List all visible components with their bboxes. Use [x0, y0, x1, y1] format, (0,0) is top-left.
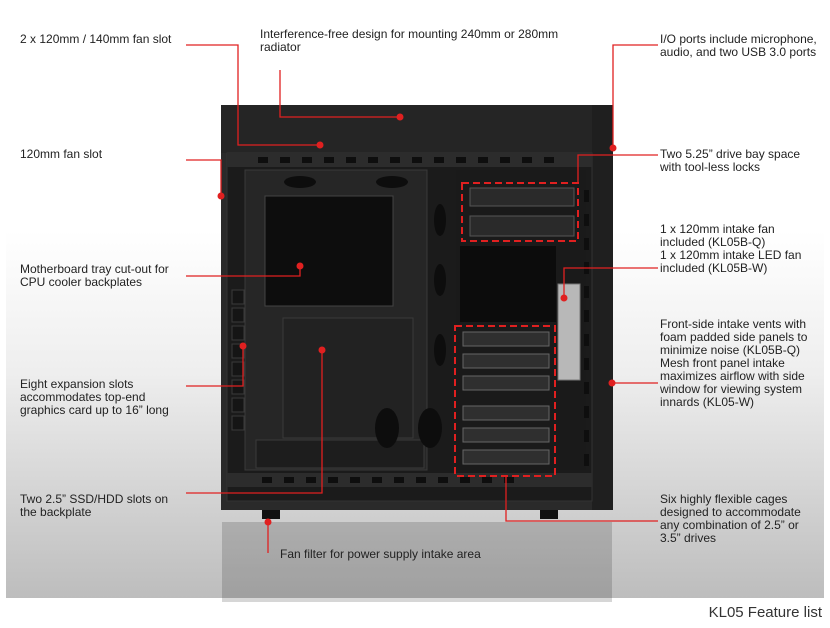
drive-bay-525-highlight — [461, 182, 579, 242]
motherboard-tray — [244, 169, 446, 471]
label-top-fans: 2 x 120mm / 140mm fan slot — [20, 32, 172, 46]
callout-line-drive-cages — [505, 476, 658, 522]
drive-cage-2 — [462, 353, 550, 369]
label-psu-filter: Fan filter for power supply intake area — [280, 547, 481, 561]
label-radiator: Interference-free design for mounting 24… — [260, 27, 559, 54]
callout-line-top-fans — [186, 44, 320, 146]
figure-caption: KL05 Feature list — [708, 604, 822, 621]
label-rear-fan: 120mm fan slot — [20, 147, 103, 161]
label-io-ports: I/O ports include microphone,audio, and … — [660, 32, 817, 59]
odd-bay-bottom — [469, 215, 575, 237]
callout-line-io-ports — [612, 44, 658, 148]
case-reflection — [222, 522, 612, 602]
drive-cage-6 — [462, 449, 550, 465]
drive-cage-4 — [462, 405, 550, 421]
callout-line-intake-fan — [563, 267, 658, 298]
drive-cage-5 — [462, 427, 550, 443]
drive-cages-highlight — [454, 325, 556, 477]
callout-line-rear-fan — [186, 159, 222, 196]
front-intake-fan — [557, 283, 581, 381]
callout-line-ssd-slots — [186, 350, 323, 494]
callout-line-radiator — [279, 70, 400, 118]
drive-cage-1 — [462, 331, 550, 347]
callout-line-drive-bay-525 — [577, 154, 658, 183]
odd-bay-top — [469, 187, 575, 207]
callout-highlights — [454, 182, 579, 477]
front-vents — [584, 190, 589, 466]
cpu-cutout — [264, 195, 394, 307]
callout-dots — [217, 113, 617, 526]
drive-bay-area — [456, 170, 586, 470]
drive-cage-3 — [462, 375, 550, 391]
callout-line-expansion-slots — [186, 346, 244, 387]
